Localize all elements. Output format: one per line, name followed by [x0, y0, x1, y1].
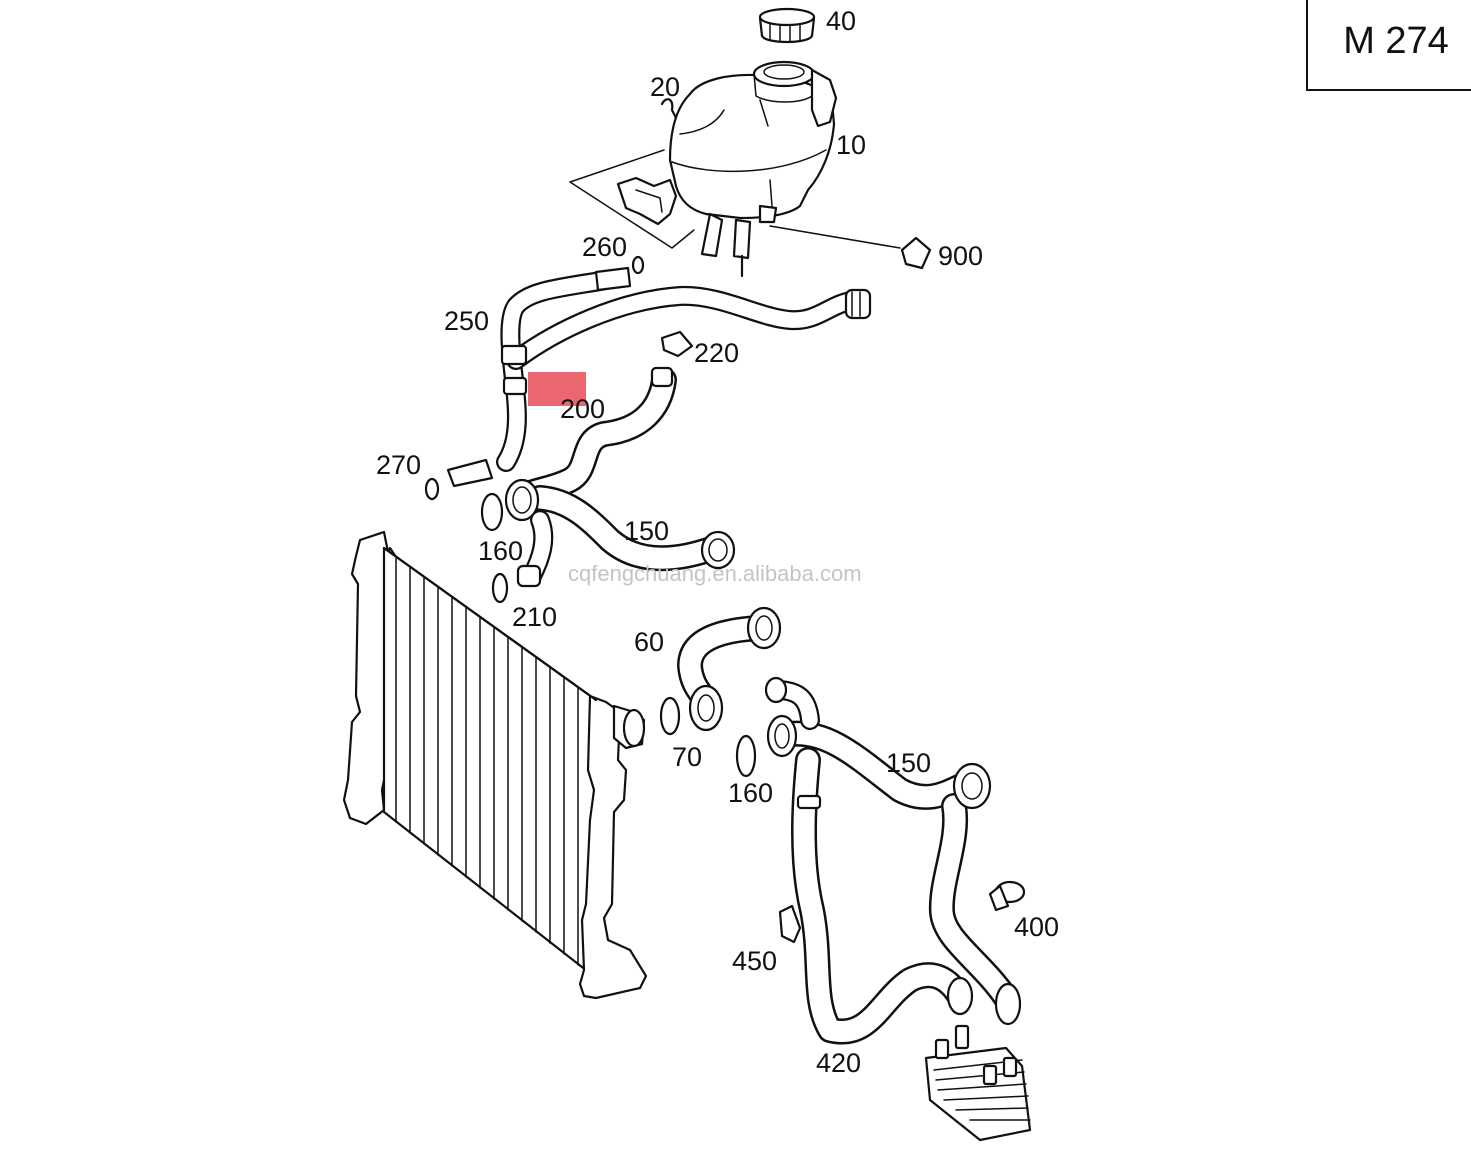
part-label-70[interactable]: 70 — [672, 742, 702, 772]
hose-420[interactable] — [791, 747, 974, 1045]
oil-cooler[interactable] — [924, 1024, 1032, 1142]
part-labels: 40 20 10 900 260 250 220 200 270 160 150… — [376, 6, 1059, 1078]
model-label: M 274 — [1343, 20, 1449, 62]
part-label-150-lower[interactable]: 150 — [886, 748, 931, 778]
watermark-text: cqfengchuang.en.alibaba.com — [568, 561, 862, 586]
upper-radiator-hose[interactable] — [504, 366, 736, 588]
clip-900[interactable] — [769, 225, 932, 270]
part-label-420[interactable]: 420 — [816, 1048, 861, 1078]
part-label-210[interactable]: 210 — [512, 602, 557, 632]
part-label-270[interactable]: 270 — [376, 450, 421, 480]
part-label-160-upper[interactable]: 160 — [478, 536, 523, 566]
bracket-leader — [569, 149, 695, 249]
o-ring-160-upper[interactable] — [480, 492, 504, 532]
washer-270[interactable] — [424, 477, 440, 501]
part-label-900[interactable]: 900 — [938, 241, 983, 271]
washer-260[interactable] — [631, 255, 645, 275]
radiator[interactable] — [342, 530, 648, 1000]
bleed-hose-250[interactable] — [446, 266, 872, 488]
lower-radiator-hose-60[interactable] — [677, 606, 782, 732]
part-label-250[interactable]: 250 — [444, 306, 489, 336]
part-label-400[interactable]: 400 — [1014, 912, 1059, 942]
filler-cap[interactable] — [758, 7, 816, 44]
part-label-60[interactable]: 60 — [634, 627, 664, 657]
level-sensor[interactable] — [660, 98, 678, 120]
part-label-260[interactable]: 260 — [582, 232, 627, 262]
part-label-220[interactable]: 220 — [694, 338, 739, 368]
o-ring-160-lower[interactable] — [735, 734, 757, 778]
part-label-160-lower[interactable]: 160 — [728, 778, 773, 808]
part-label-200[interactable]: 200 — [560, 394, 605, 424]
part-label-450[interactable]: 450 — [732, 946, 777, 976]
part-label-20[interactable]: 20 — [650, 72, 680, 102]
expansion-tank[interactable] — [616, 60, 838, 278]
highlight-marker — [528, 372, 586, 406]
model-box: M 274 — [1306, 0, 1471, 91]
oil-cooler-hose-150[interactable] — [764, 676, 1022, 1026]
radiator-outlet-fitting[interactable] — [622, 708, 646, 748]
o-ring-210[interactable] — [491, 572, 509, 604]
o-ring-70[interactable] — [659, 696, 681, 736]
part-label-150-upper[interactable]: 150 — [624, 516, 669, 546]
clamp-220[interactable] — [660, 330, 694, 358]
part-label-10[interactable]: 10 — [836, 130, 866, 160]
clamp-400[interactable] — [988, 880, 1026, 912]
part-label-40[interactable]: 40 — [826, 6, 856, 36]
bracket-450[interactable] — [778, 904, 802, 944]
